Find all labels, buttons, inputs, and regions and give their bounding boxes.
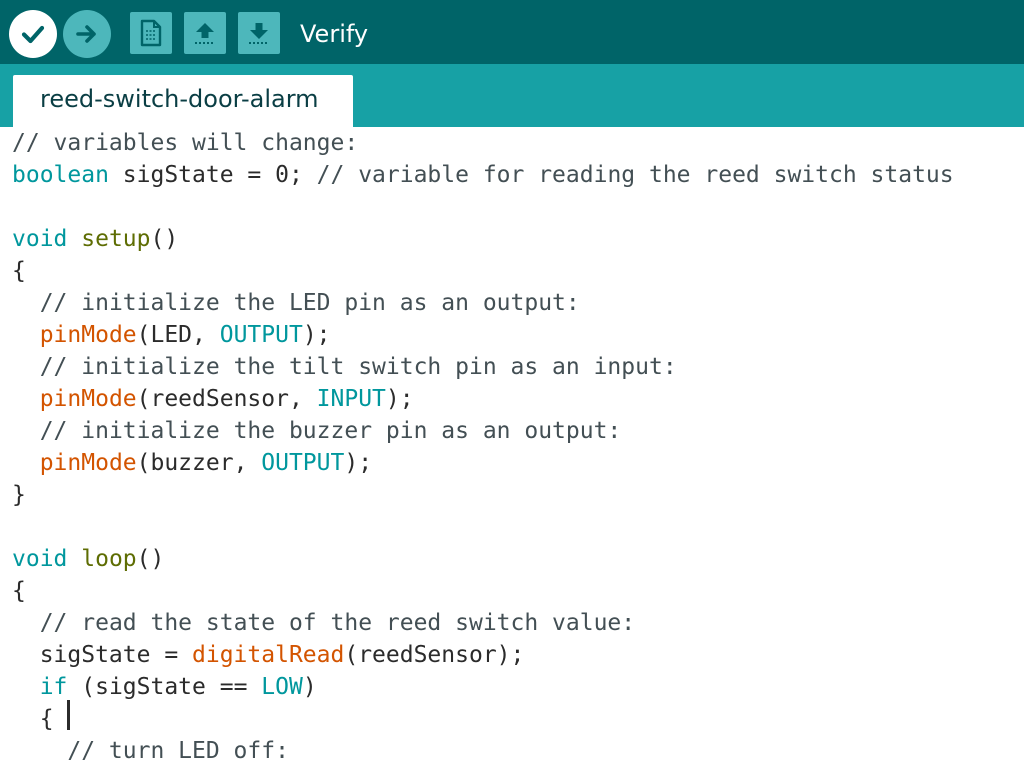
code-token-constant: OUTPUT (261, 450, 345, 476)
code-token-plain (67, 546, 81, 572)
code-token-keyword: boolean (12, 162, 109, 188)
arrow-down-icon (249, 23, 269, 44)
toolbar-action-label: Verify (300, 20, 369, 48)
new-file-icon (140, 19, 162, 47)
code-line[interactable]: } (12, 479, 954, 511)
code-token-plain (12, 290, 40, 316)
code-token-plain (12, 738, 67, 764)
code-line[interactable]: // initialize the buzzer pin as an outpu… (12, 415, 954, 447)
code-token-plain: (LED, (136, 322, 220, 348)
code-line[interactable]: // initialize the LED pin as an output: (12, 287, 954, 319)
code-token-plain: ); (344, 450, 373, 476)
checkmark-icon (21, 25, 45, 44)
code-token-plain: { (12, 706, 54, 732)
code-token-builtin: pinMode (39, 450, 137, 476)
tab-label: reed-switch-door-alarm (40, 85, 319, 113)
code-line[interactable]: // turn LED off: (12, 735, 954, 767)
code-line[interactable] (12, 511, 954, 543)
code-line[interactable]: void loop() (12, 543, 954, 575)
code-line[interactable]: pinMode(LED, OUTPUT); (12, 319, 954, 351)
code-token-plain (12, 674, 40, 700)
code-token-plain: (reedSensor, (136, 386, 317, 412)
arrow-right-icon (76, 25, 96, 43)
code-token-comment: // initialize the buzzer pin as an outpu… (39, 418, 622, 444)
code-token-constant: OUTPUT (219, 322, 303, 348)
upload-button[interactable] (63, 10, 111, 58)
new-sketch-button[interactable] (130, 12, 172, 54)
code-line[interactable]: pinMode(reedSensor, INPUT); (12, 383, 954, 415)
toolbar: Verify (0, 0, 1024, 64)
code-token-constant: LOW (261, 674, 303, 700)
code-token-plain (12, 418, 40, 444)
code-token-plain (12, 386, 40, 412)
verify-button[interactable] (9, 10, 57, 58)
code-line[interactable]: // initialize the tilt switch pin as an … (12, 351, 954, 383)
code-token-plain (12, 322, 40, 348)
code-line[interactable]: void setup() (12, 223, 954, 255)
code-token-plain (12, 610, 40, 636)
code-token-comment: // variables will change: (12, 130, 359, 156)
tab-reed-switch-door-alarm[interactable]: reed-switch-door-alarm (13, 75, 353, 127)
open-button[interactable] (184, 12, 226, 54)
code-line[interactable]: { (12, 255, 954, 287)
code-line[interactable]: sigState = digitalRead(reedSensor); (12, 639, 954, 671)
code-token-plain (12, 450, 40, 476)
code-token-builtin: pinMode (39, 386, 137, 412)
code-token-plain: sigState = 0; (108, 162, 317, 188)
code-token-comment: // initialize the tilt switch pin as an … (39, 354, 677, 380)
code-token-builtin: pinMode (39, 322, 137, 348)
code-token-comment: // turn LED off: (67, 738, 289, 764)
code-token-comment: // variable for reading the reed switch … (316, 162, 954, 188)
text-cursor (67, 700, 70, 730)
code-token-plain: (reedSensor); (344, 642, 525, 668)
code-token-builtin: digitalRead (192, 642, 345, 668)
code-token-plain: (sigState == (67, 674, 262, 700)
code-token-plain (12, 354, 40, 380)
tab-bar: reed-switch-door-alarm (0, 64, 1024, 127)
code-line[interactable]: { (12, 575, 954, 607)
save-button[interactable] (238, 12, 280, 54)
code-token-plain: () (150, 226, 179, 252)
code-token-keyword: void (12, 226, 68, 252)
code-line[interactable]: // variables will change: (12, 127, 954, 159)
code-line[interactable]: // read the state of the reed switch val… (12, 607, 954, 639)
code-line[interactable]: pinMode(buzzer, OUTPUT); (12, 447, 954, 479)
code-line[interactable]: if (sigState == LOW) (12, 671, 954, 703)
code-token-function: setup (81, 226, 151, 252)
code-line[interactable] (12, 191, 954, 223)
code-token-plain: sigState = (12, 642, 193, 668)
code-text[interactable]: // variables will change: boolean sigStat… (12, 127, 954, 767)
code-token-plain (67, 226, 81, 252)
code-token-plain: } (12, 482, 26, 508)
code-editor[interactable]: // variables will change: boolean sigStat… (0, 127, 1024, 768)
code-token-plain: ); (385, 386, 414, 412)
code-line[interactable]: boolean sigState = 0; // variable for re… (12, 159, 954, 191)
code-token-comment: // initialize the LED pin as an output: (39, 290, 580, 316)
code-token-plain: (buzzer, (136, 450, 262, 476)
code-token-plain: { (12, 258, 26, 284)
code-token-plain: ) (302, 674, 317, 700)
code-token-keyword: void (12, 546, 68, 572)
arrow-up-icon (195, 23, 215, 44)
code-token-plain: () (136, 546, 165, 572)
code-token-keyword: if (39, 674, 68, 700)
code-line[interactable]: { (12, 703, 954, 735)
code-token-function: loop (81, 546, 137, 572)
code-token-constant: INPUT (316, 386, 386, 412)
code-token-plain: ); (302, 322, 331, 348)
code-token-plain: { (12, 578, 26, 604)
code-token-comment: // read the state of the reed switch val… (39, 610, 636, 636)
